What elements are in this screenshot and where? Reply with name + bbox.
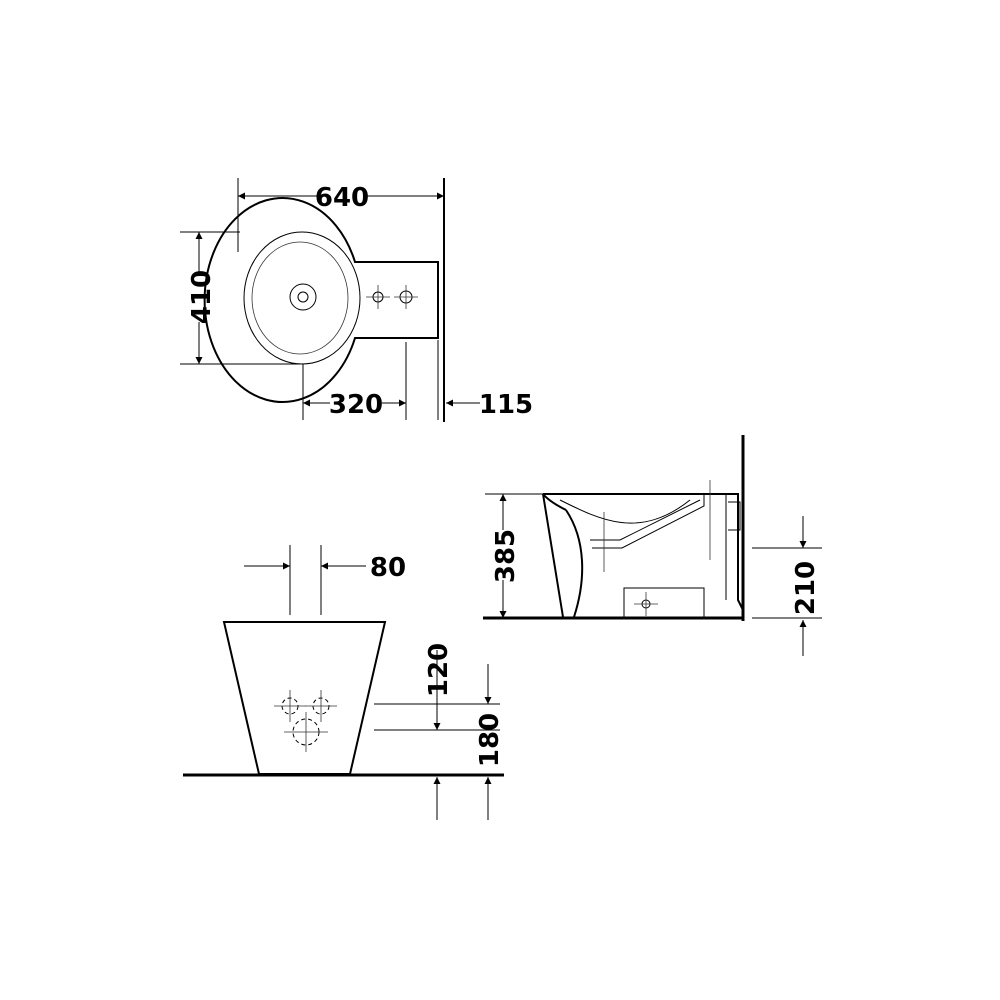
access-panel (623, 587, 705, 619)
dim-180-label: 180 (475, 713, 505, 767)
front-drain (284, 712, 328, 752)
dim-640-label: 640 (315, 183, 369, 213)
bidet-outline-top (203, 197, 439, 403)
bowl-interior (559, 494, 705, 549)
tap-hole-left (366, 285, 390, 309)
dim-80-label: 80 (370, 553, 406, 583)
front-view: 80 120 180 (183, 545, 505, 820)
dim-115-label: 115 (479, 390, 533, 420)
drain-inner (297, 291, 309, 303)
bidet-outline-side (542, 493, 744, 618)
dim-410-label: 410 (187, 270, 217, 324)
top-view: 640 410 320 115 (180, 178, 533, 422)
front-hole-left (274, 690, 306, 722)
side-view: 385 210 (483, 435, 822, 656)
access-panel-cross (634, 592, 658, 616)
wall-connection (725, 494, 741, 600)
dim-120-label: 120 (424, 643, 454, 697)
tap-hole-right (394, 285, 418, 309)
bidet-outline-front (222, 621, 387, 775)
front-hole-right (305, 690, 337, 722)
dim-385-label: 385 (491, 529, 521, 583)
drain-outer (289, 283, 317, 311)
dim-320-label: 320 (329, 390, 383, 420)
dim-210-label: 210 (791, 561, 821, 615)
inner-rim-2 (251, 241, 349, 355)
inner-rim (243, 231, 361, 365)
